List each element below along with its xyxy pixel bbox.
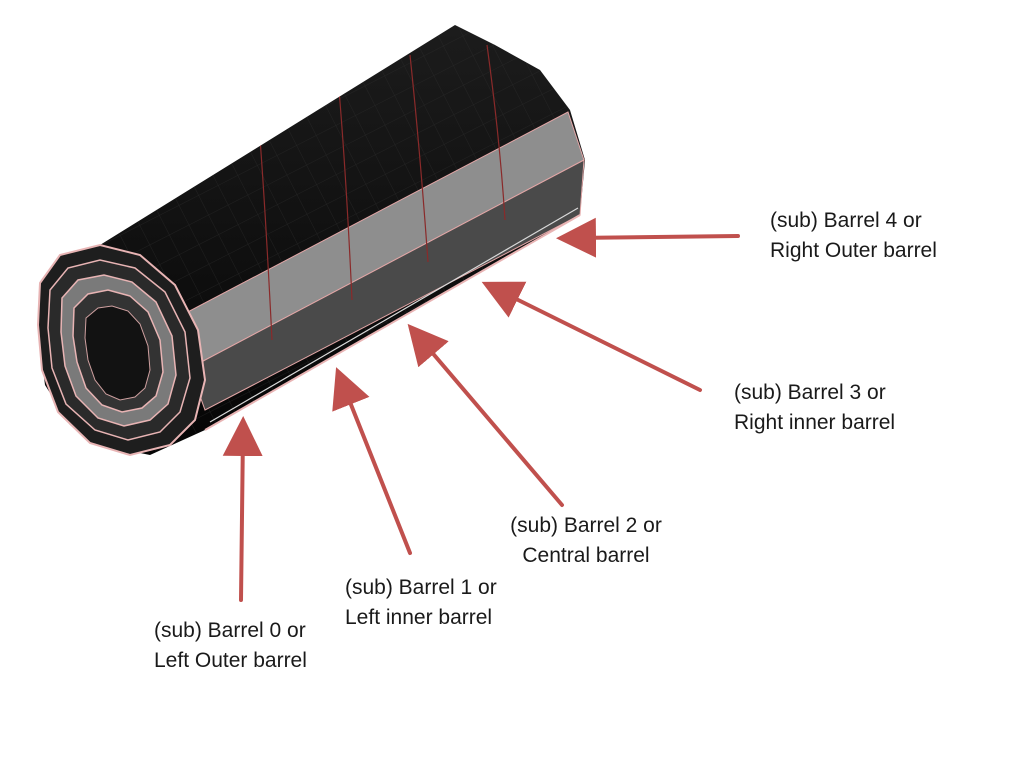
label-barrel-3-line1: (sub) Barrel 3 or [734, 381, 886, 404]
label-barrel-1-line1: (sub) Barrel 1 or [345, 576, 497, 599]
arrow-barrel-3 [481, 281, 702, 392]
barrel-cylinder [36, 25, 585, 457]
arrow-barrel-2 [407, 323, 564, 507]
label-barrel-4-line1: (sub) Barrel 4 or [770, 209, 922, 232]
label-barrel-4-line2: Right Outer barrel [770, 239, 937, 262]
label-barrel-0: (sub) Barrel 0 or Left Outer barrel [154, 616, 307, 676]
cylinder-edge-bottom [204, 214, 581, 431]
label-barrel-2: (sub) Barrel 2 or Central barrel [502, 511, 670, 571]
arrow-barrel-1 [332, 367, 412, 555]
label-barrel-4: (sub) Barrel 4 or Right Outer barrel [770, 206, 937, 266]
arrow-barrel-4 [556, 217, 740, 258]
label-barrel-0-line1: (sub) Barrel 0 or [154, 619, 306, 642]
label-barrel-2-line1: (sub) Barrel 2 or [510, 514, 662, 537]
label-barrel-2-line2: Central barrel [522, 544, 650, 567]
label-barrel-0-line2: Left Outer barrel [154, 649, 307, 672]
cylinder-edge-bottom-2 [209, 207, 579, 423]
callout-arrows [222, 217, 740, 602]
label-barrel-3: (sub) Barrel 3 or Right inner barrel [734, 378, 895, 438]
label-barrel-1-line2: Left inner barrel [345, 606, 493, 629]
cylinder-end-face [36, 243, 207, 457]
label-barrel-3-line2: Right inner barrel [734, 411, 896, 434]
label-barrel-1: (sub) Barrel 1 or Left inner barrel [345, 573, 497, 633]
arrow-barrel-0 [222, 416, 263, 602]
